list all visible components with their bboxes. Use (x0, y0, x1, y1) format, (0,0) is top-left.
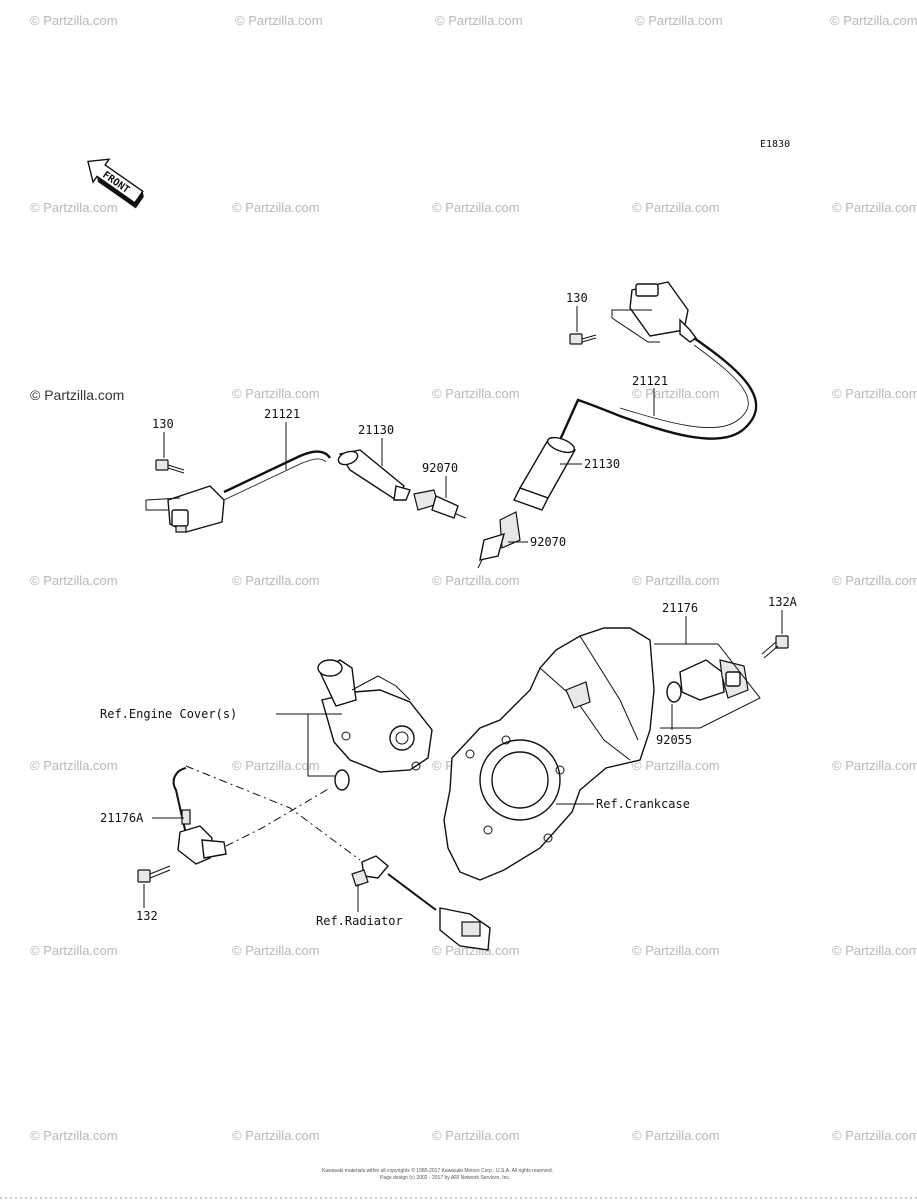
watermark: © Partzilla.com (235, 13, 323, 28)
label-132: 132 (136, 909, 158, 923)
bolt-132a-icon[interactable] (761, 635, 789, 659)
watermark: © Partzilla.com (232, 758, 320, 773)
sensor-connector[interactable] (439, 907, 491, 951)
watermark: © Partzilla.com (432, 943, 520, 958)
bolt-130-right-icon[interactable] (569, 333, 597, 345)
ignition-coil-right[interactable] (629, 281, 698, 343)
bolt-130-left-icon[interactable] (155, 459, 185, 474)
watermark: © Partzilla.com (632, 200, 720, 215)
watermark: © Partzilla.com (832, 1128, 917, 1143)
bracket-left (145, 497, 181, 511)
o-ring-engine-cover (334, 769, 350, 791)
bracket-21176 (654, 643, 761, 729)
label-ref-radiator: Ref.Radiator (316, 914, 403, 928)
bracket-right (611, 309, 660, 343)
watermark: © Partzilla.com (30, 200, 118, 215)
label-21130-left: 21130 (358, 423, 394, 437)
watermark: © Partzilla.com (232, 943, 320, 958)
watermark: © Partzilla.com (435, 13, 523, 28)
label-92070-left: 92070 (422, 461, 458, 475)
copyright-line: Page design (c) 2002 - 2017 by ARI Netwo… (380, 1175, 510, 1181)
watermark: © Partzilla.com (232, 573, 320, 588)
ignition-cable-right[interactable] (558, 337, 758, 441)
watermark: © Partzilla.com (30, 943, 118, 958)
label-132a: 132A (768, 595, 798, 609)
crankcase-housing (443, 627, 655, 881)
watermark: © Partzilla.com (432, 573, 520, 588)
ignition-coil-left[interactable] (167, 485, 225, 533)
watermark: © Partzilla.com (632, 1128, 720, 1143)
watermark: © Partzilla.com (632, 758, 720, 773)
watermark: © Partzilla.com (432, 386, 520, 401)
wiring-route-2 (225, 787, 331, 847)
label-21121-left: 21121 (264, 407, 300, 421)
watermark: © Partzilla.com (232, 1128, 320, 1143)
plug-cap-right[interactable] (513, 435, 577, 511)
label-21130-right: 21130 (584, 457, 620, 471)
spark-plug-right[interactable] (477, 511, 521, 569)
engine-cover (317, 659, 433, 773)
watermark-layer: © Partzilla.com © Partzilla.com © Partzi… (30, 13, 917, 1143)
watermark: © Partzilla.com (30, 1128, 118, 1143)
ignition-cable-left[interactable] (223, 450, 331, 494)
wiring-route (185, 765, 361, 861)
bolt-132-icon[interactable] (137, 865, 171, 883)
watermark: © Partzilla.com (632, 943, 720, 958)
crank-position-sensor[interactable] (172, 767, 227, 865)
watermark: © Partzilla.com (632, 573, 720, 588)
radiator-clamp[interactable] (351, 855, 389, 887)
watermark: © Partzilla.com (232, 386, 320, 401)
watermark: © Partzilla.com (832, 200, 917, 215)
label-ref-crankcase: Ref.Crankcase (596, 797, 690, 811)
watermark: © Partzilla.com (832, 758, 917, 773)
watermark: © Partzilla.com (832, 573, 917, 588)
watermark: © Partzilla.com (635, 13, 723, 28)
label-21176a: 21176A (100, 811, 144, 825)
watermark: © Partzilla.com (232, 200, 320, 215)
watermark: © Partzilla.com (30, 573, 118, 588)
label-92070-right: 92070 (530, 535, 566, 549)
plug-cap-left[interactable] (337, 449, 411, 501)
cam-position-sensor[interactable] (679, 659, 749, 701)
watermark: © Partzilla.com (832, 386, 917, 401)
copyright-line: Kawasaki materials within all copyrights… (322, 1167, 553, 1174)
watermark: © Partzilla.com (830, 13, 917, 28)
label-21176: 21176 (662, 601, 698, 615)
label-130-left: 130 (152, 417, 174, 431)
label-21121-right: 21121 (632, 374, 668, 388)
watermark: © Partzilla.com (432, 200, 520, 215)
watermark: © Partzilla.com (832, 943, 917, 958)
label-130-right: 130 (566, 291, 588, 305)
watermark: © Partzilla.com (632, 386, 720, 401)
label-92055: 92055 (656, 733, 692, 747)
diagram-code: E1830 (760, 139, 790, 150)
spark-plug-left[interactable] (413, 489, 467, 519)
watermark: © Partzilla.com (30, 387, 124, 403)
front-arrow-icon: FRONT (87, 158, 144, 209)
watermark: © Partzilla.com (30, 758, 118, 773)
o-ring-92055[interactable] (666, 681, 682, 703)
watermark: © Partzilla.com (30, 13, 118, 28)
watermark: © Partzilla.com (432, 1128, 520, 1143)
label-ref-engine-cover: Ref.Engine Cover(s) (100, 707, 237, 721)
